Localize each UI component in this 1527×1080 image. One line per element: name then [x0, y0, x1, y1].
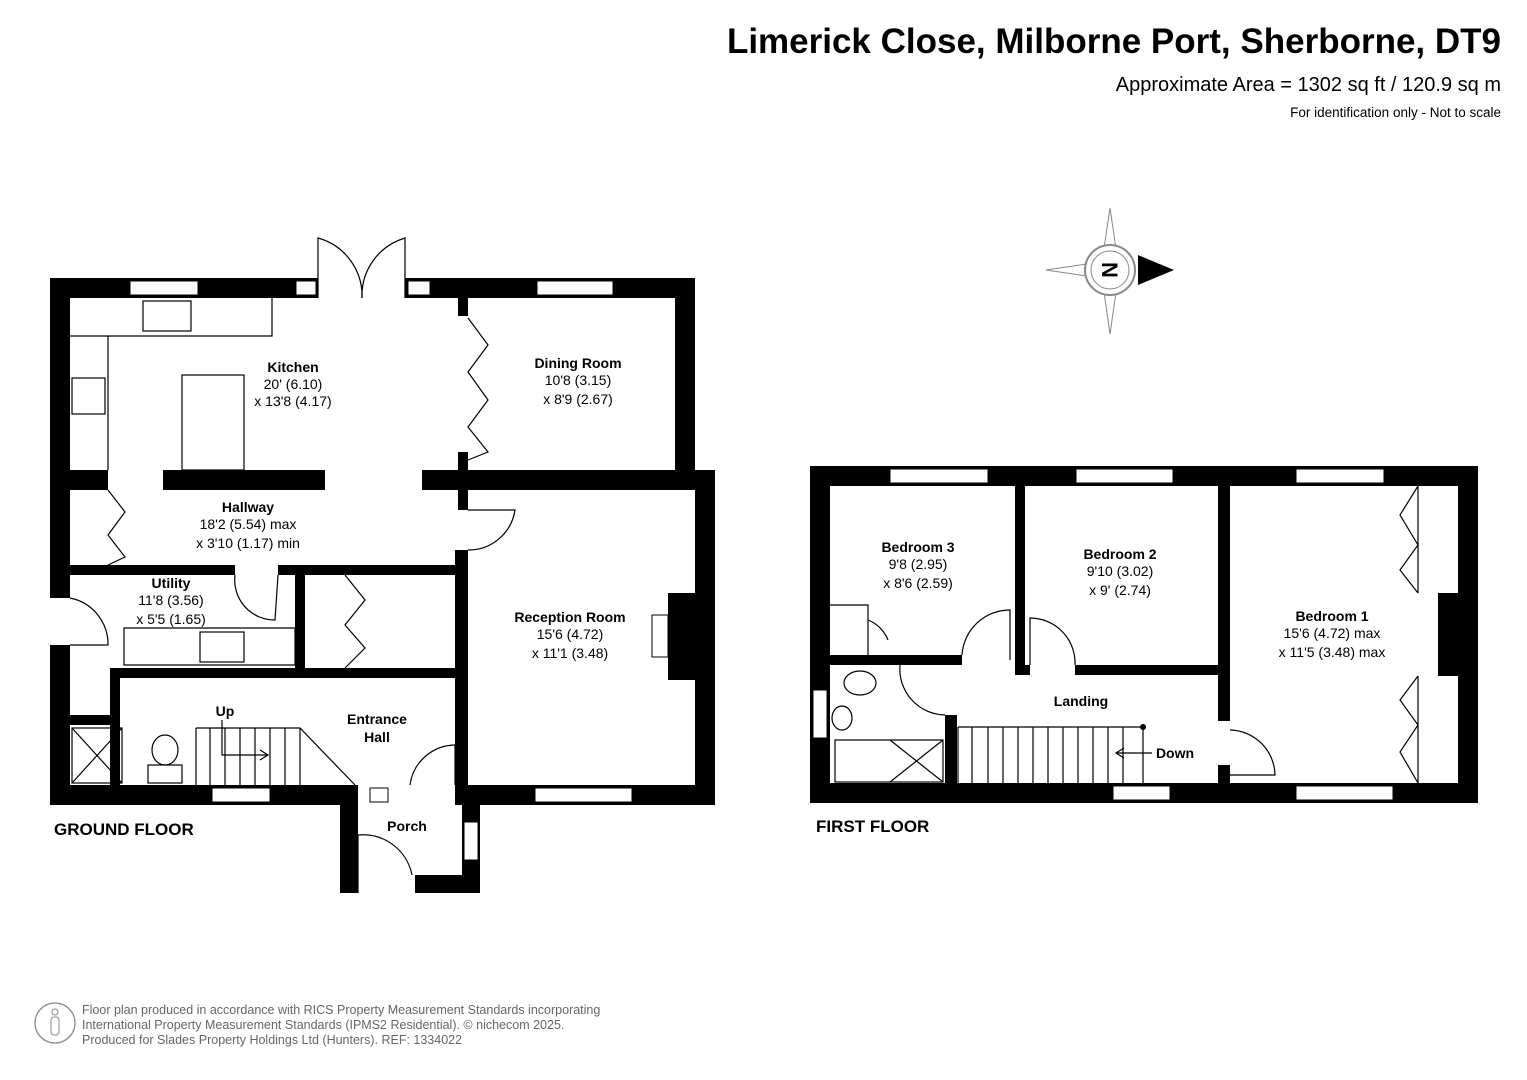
room-utility: Utility 11'8 (3.56) x 5'5 (1.65) [136, 575, 206, 627]
room-reception-room: Reception Room 15'6 (4.72) x 11'1 (3.48) [514, 609, 625, 661]
first-floor-label: FIRST FLOOR [816, 817, 929, 836]
svg-text:x 8'9 (2.67): x 8'9 (2.67) [543, 391, 613, 407]
svg-text:20' (6.10): 20' (6.10) [264, 376, 323, 392]
svg-text:9'10 (3.02): 9'10 (3.02) [1087, 563, 1154, 579]
svg-text:Bedroom 1: Bedroom 1 [1295, 608, 1368, 624]
room-bedroom-1: Bedroom 1 15'6 (4.72) max x 11'5 (3.48) … [1279, 608, 1386, 660]
room-porch: Porch [387, 818, 427, 834]
room-bedroom-3: Bedroom 3 9'8 (2.95) x 8'6 (2.59) [881, 539, 954, 591]
footer-line-3: Produced for Slades Property Holdings Lt… [82, 1033, 463, 1047]
ground-floor-label: GROUND FLOOR [54, 820, 194, 839]
room-kitchen: Kitchen 20' (6.10) x 13'8 (4.17) [254, 359, 331, 409]
footer-disclaimer: Floor plan produced in accordance with R… [82, 1003, 600, 1048]
room-bedroom-2: Bedroom 2 9'10 (3.02) x 9' (2.74) [1083, 546, 1156, 598]
person-icon [34, 1002, 76, 1044]
compass-icon: N [1045, 207, 1174, 335]
svg-text:Reception Room: Reception Room [514, 609, 625, 625]
svg-text:Hallway: Hallway [222, 499, 274, 515]
footer-line-1: Floor plan produced in accordance with R… [82, 1003, 601, 1017]
svg-text:x 11'1 (3.48): x 11'1 (3.48) [532, 645, 608, 661]
svg-text:Utility: Utility [152, 575, 191, 591]
svg-text:18'2 (5.54) max: 18'2 (5.54) max [200, 516, 297, 532]
svg-text:9'8 (2.95): 9'8 (2.95) [889, 556, 948, 572]
scale-note: For identification only - Not to scale [1290, 105, 1501, 120]
svg-text:x 11'5 (3.48) max: x 11'5 (3.48) max [1279, 644, 1386, 660]
svg-text:Dining Room: Dining Room [534, 355, 621, 371]
ground-floor-walls [50, 237, 715, 893]
svg-text:Entrance: Entrance [347, 711, 407, 727]
svg-text:Kitchen: Kitchen [267, 359, 318, 375]
page-title: Limerick Close, Milborne Port, Sherborne… [726, 22, 1501, 61]
first-floor-walls [810, 466, 1478, 803]
svg-text:x 13'8 (4.17): x 13'8 (4.17) [254, 393, 331, 409]
svg-text:Bedroom 3: Bedroom 3 [881, 539, 954, 555]
footer-line-2: International Property Measurement Stand… [82, 1018, 565, 1032]
room-entrance-hall: Entrance Hall [347, 711, 407, 745]
svg-text:x 9' (2.74): x 9' (2.74) [1089, 582, 1151, 598]
svg-text:Bedroom 2: Bedroom 2 [1083, 546, 1156, 562]
stairs-up-label: Up [216, 703, 235, 719]
first-stairs [957, 724, 1152, 783]
compass-north-letter: N [1097, 262, 1122, 278]
svg-text:Hall: Hall [364, 729, 390, 745]
svg-text:x 5'5 (1.65): x 5'5 (1.65) [136, 611, 206, 627]
room-dining-room: Dining Room 10'8 (3.15) x 8'9 (2.67) [534, 355, 621, 407]
svg-text:x 3'10 (1.17) min: x 3'10 (1.17) min [196, 535, 300, 551]
approximate-area: Approximate Area = 1302 sq ft / 120.9 sq… [1115, 74, 1501, 96]
room-landing: Landing [1054, 693, 1108, 709]
svg-text:x 8'6 (2.59): x 8'6 (2.59) [883, 575, 953, 591]
room-hallway: Hallway 18'2 (5.54) max x 3'10 (1.17) mi… [196, 499, 300, 551]
svg-text:11'8 (3.56): 11'8 (3.56) [138, 592, 203, 608]
svg-text:15'6 (4.72): 15'6 (4.72) [537, 626, 604, 642]
svg-text:10'8 (3.15): 10'8 (3.15) [545, 372, 612, 388]
svg-text:15'6 (4.72) max: 15'6 (4.72) max [1284, 625, 1381, 641]
stairs-down-label: Down [1156, 745, 1194, 761]
ground-stairs [195, 720, 356, 786]
